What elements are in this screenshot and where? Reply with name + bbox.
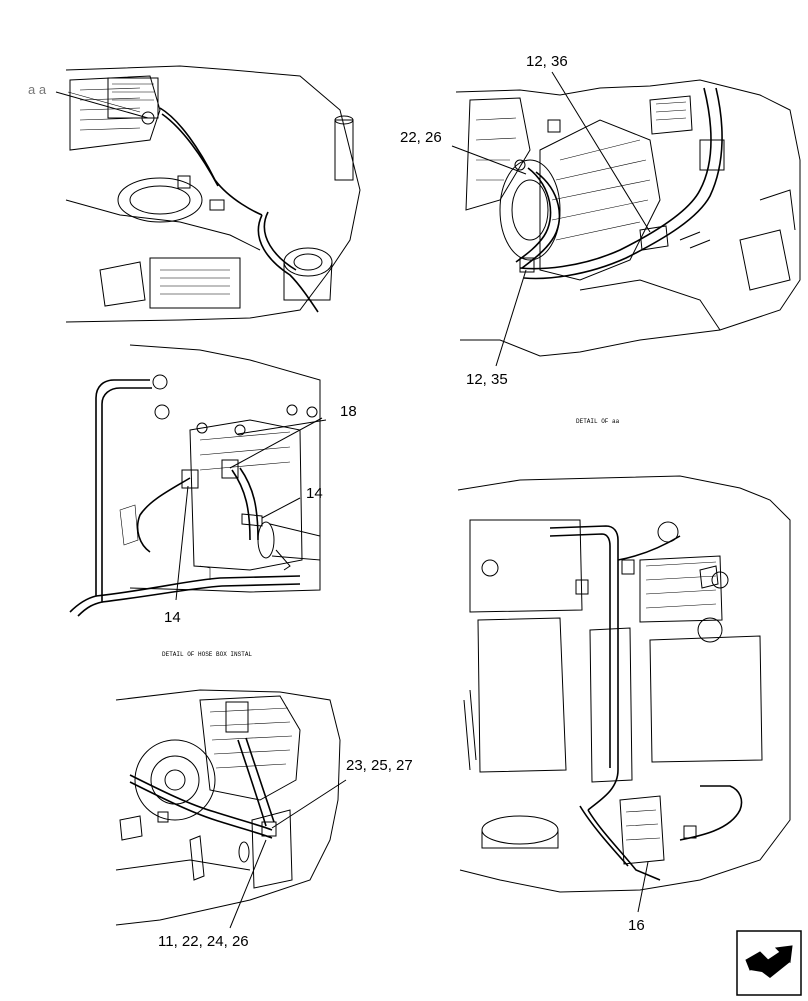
callout-12-35: 12, 35 [466,371,508,388]
caption-detail-hose-box: DETAIL OF HOSE BOX INSTAL [162,651,252,658]
callout-12-36: 12, 36 [526,53,568,70]
callout-18: 18 [340,403,357,420]
callout-14-bottom: 14 [164,609,181,626]
callout-14-right: 14 [306,485,323,502]
callout-aa-marker: a a [28,82,47,97]
view-machine-top [457,475,791,893]
callout-23-25-27: 23, 25, 27 [346,757,413,774]
next-page-arrow-icon [736,930,802,996]
caption-detail-aa: DETAIL OF aa [576,418,620,425]
callout-22-26: 22, 26 [400,129,442,146]
leader-lines [55,71,651,929]
view-overview-top-left [65,65,361,323]
view-engine-detail [115,689,341,926]
view-detail-aa [455,79,801,357]
callout-16: 16 [628,917,645,934]
callout-11-22-24-26: 11, 22, 24, 26 [158,933,249,950]
view-hose-box [69,344,321,617]
next-page-button[interactable] [736,930,802,996]
